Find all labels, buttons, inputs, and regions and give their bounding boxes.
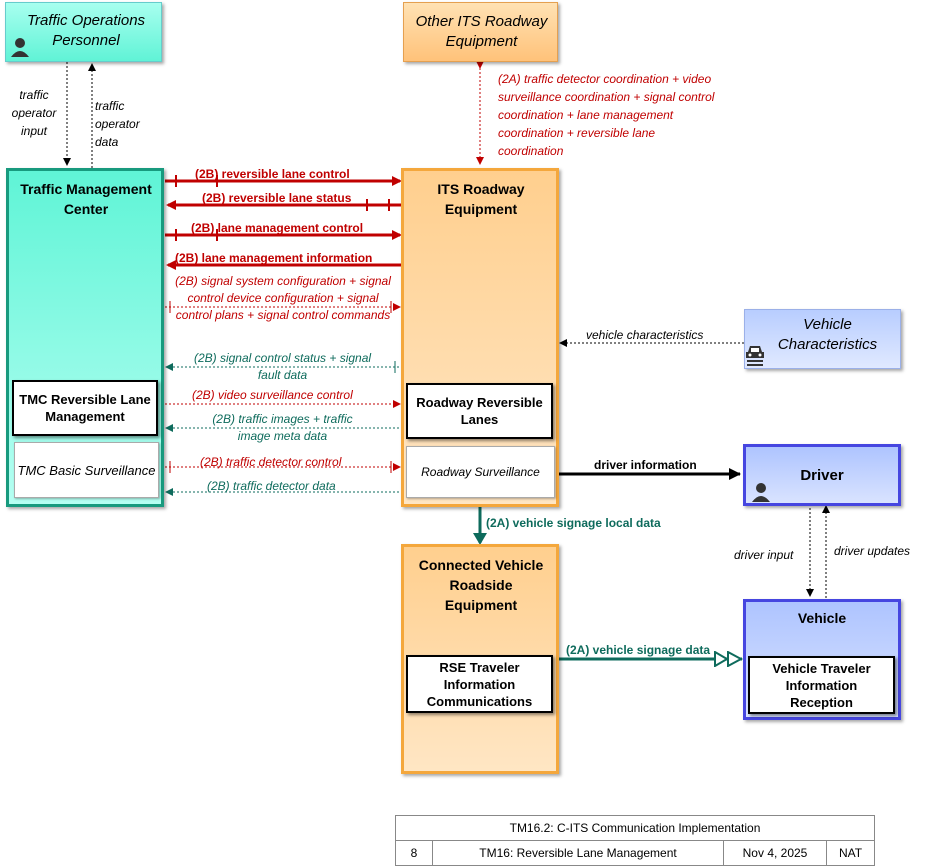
tmc-basic-surveillance: TMC Basic Surveillance [14, 442, 159, 498]
its-roadway-label: ITS Roadway Equipment [437, 181, 525, 217]
roadway-reversible-lanes: Roadway Reversible Lanes [406, 383, 553, 439]
vehicle-traveler-info-reception: Vehicle Traveler Information Reception [748, 656, 895, 714]
det-ctrl-label: (2B) traffic detector control [200, 455, 342, 469]
traffic-ops-label: Traffic Operations Personnel [26, 12, 146, 49]
driver-info-label: driver information [594, 458, 697, 472]
sig-cfg-label: (2B) signal system configuration + signa… [175, 274, 391, 322]
tmc-label: Traffic Management Center [20, 181, 152, 217]
rev-status-label: (2B) reversible lane status [202, 191, 352, 205]
sig-status-label: (2B) signal control status + signal faul… [193, 351, 372, 382]
traffic-images-label: (2B) traffic images + traffic image meta… [212, 412, 353, 443]
footer-title: TM16.2: C-ITS Communication Implementati… [395, 815, 875, 841]
op-data-label: traffic operator data [95, 99, 140, 149]
footer-page: 8 [395, 840, 433, 866]
veh-char-label: vehicle characteristics [586, 328, 704, 342]
op-input-label: traffic operator input [11, 88, 57, 138]
det-data-label: (2B) traffic detector data [207, 479, 336, 493]
vehicle-label: Vehicle [797, 610, 847, 626]
other-its-label: Other ITS Roadway Equipment [415, 13, 548, 50]
lm-control-label: (2B) lane management control [191, 221, 364, 235]
person-icon [11, 38, 29, 57]
driver-updates-label: driver updates [834, 544, 911, 558]
rse-traveler-info-comm: RSE Traveler Information Communications [406, 655, 553, 713]
lm-info-label: (2B) lane management information [175, 251, 373, 265]
roadway-surveillance: Roadway Surveillance [406, 446, 555, 498]
footer-table: TM16.2: C-ITS Communication Implementati… [395, 815, 875, 866]
footer-name: TM16: Reversible Lane Management [432, 840, 724, 866]
car-icon [746, 346, 764, 366]
rev-control-label: (2B) reversible lane control [195, 167, 350, 181]
person-icon [752, 483, 770, 502]
vehicle-char-node: Vehicle Characteristics [744, 309, 901, 369]
coord-label: (2A) traffic detector coordination + vid… [498, 72, 715, 158]
cv-rse-label: Connected Vehicle Roadside Equipment [418, 557, 544, 613]
vehicle-char-label: Vehicle Characteristics [777, 316, 878, 353]
signage-local-label: (2A) vehicle signage local data [486, 516, 661, 530]
traffic-ops-node: Traffic Operations Personnel [5, 2, 162, 62]
driver-node: Driver [743, 444, 901, 506]
video-ctrl-label: (2B) video surveillance control [192, 388, 353, 402]
footer-region: NAT [826, 840, 875, 866]
signage-data-label: (2A) vehicle signage data [566, 643, 711, 657]
driver-input-label: driver input [734, 548, 794, 562]
other-its-node: Other ITS Roadway Equipment [403, 2, 558, 62]
tmc-reversible-lane: TMC Reversible Lane Management [12, 380, 158, 436]
driver-label: Driver [800, 467, 844, 484]
footer-date: Nov 4, 2025 [723, 840, 827, 866]
